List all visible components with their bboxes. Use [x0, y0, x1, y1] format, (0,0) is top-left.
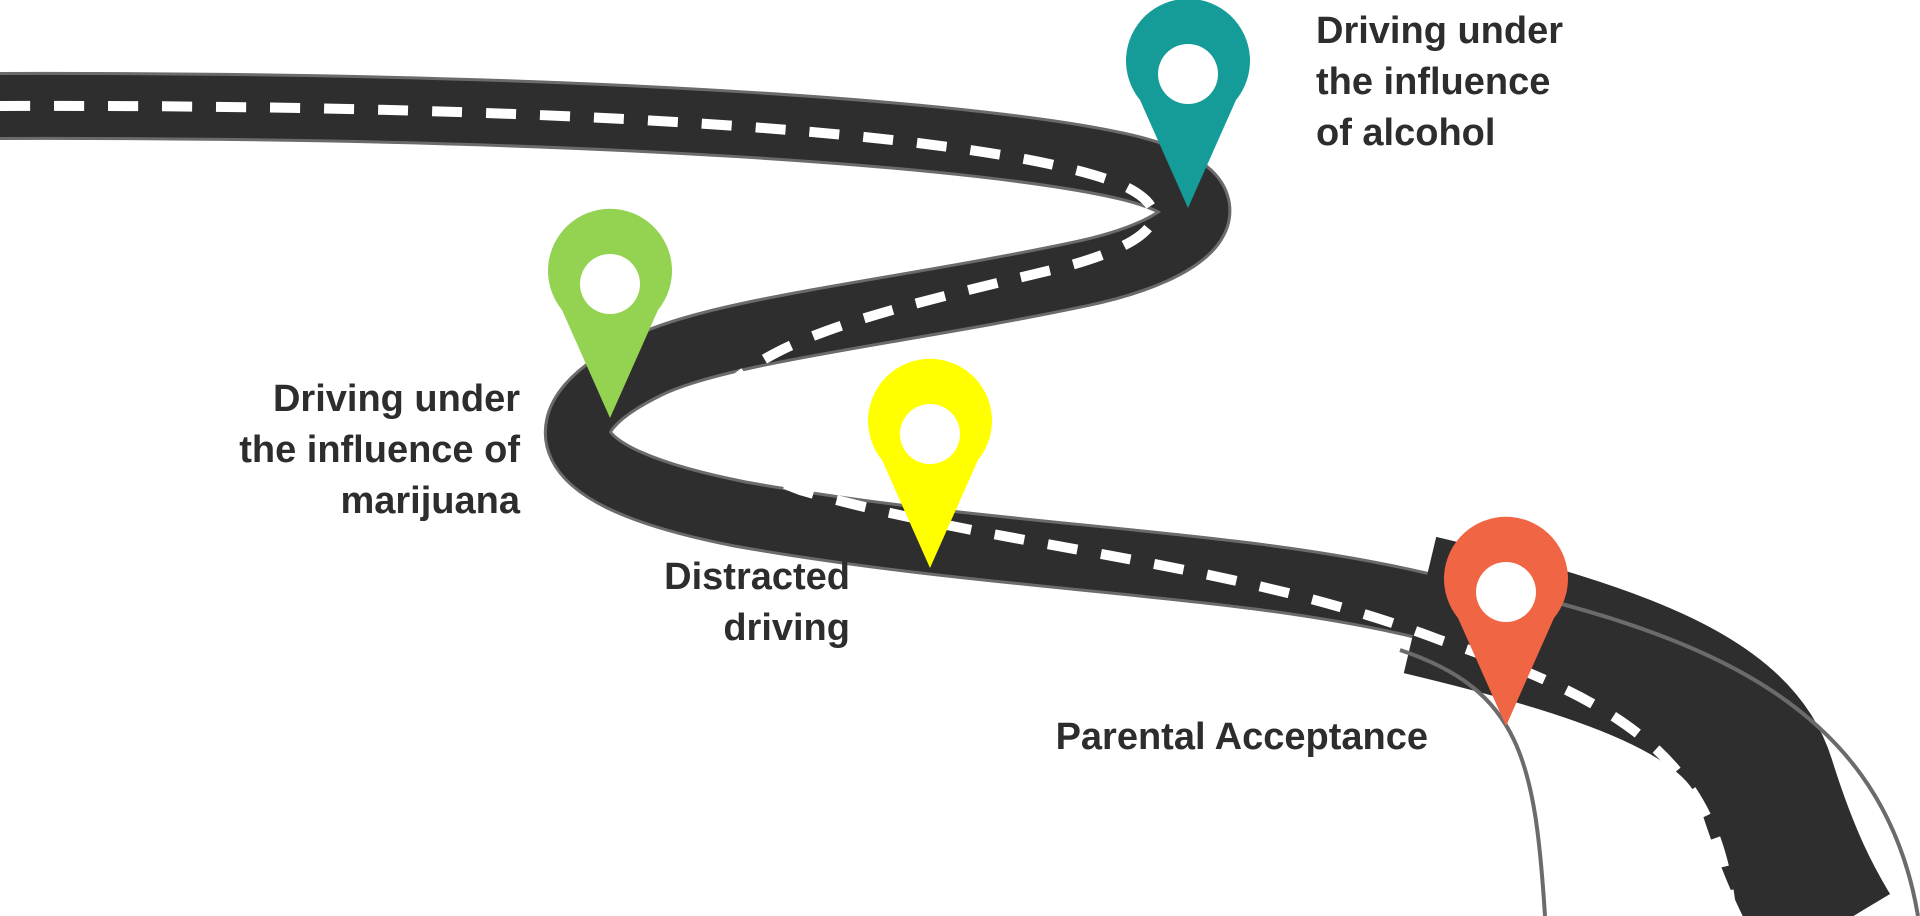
pin-parental [1444, 516, 1568, 726]
road-bend [1403, 536, 1891, 916]
milestone-label-line: Parental Acceptance [1055, 716, 1428, 758]
milestone-label-line: Driving under [272, 378, 520, 420]
milestone-label-line: Driving under [1316, 10, 1564, 52]
milestone-label-line: marijuana [340, 480, 520, 522]
milestone-label-alcohol: Driving under the influence of alcohol [1316, 6, 1563, 159]
milestone-label-line: the influence [1316, 61, 1551, 103]
pin-hole [1476, 562, 1536, 622]
milestone-label-line: Distracted [664, 556, 850, 598]
milestone-label-line: the influence of [239, 429, 520, 471]
lane-marking [0, 100, 1735, 901]
pin-distracted [868, 358, 992, 568]
pin-hole [900, 404, 960, 464]
milestone-label-line: of alcohol [1316, 112, 1496, 154]
milestone-label-line: driving [723, 607, 850, 649]
pin-hole [1158, 44, 1218, 104]
pin-alcohol [1126, 0, 1250, 208]
pin-hole [580, 254, 640, 314]
milestone-label-parental: Parental Acceptance [960, 712, 1428, 763]
pin-marijuana [548, 208, 672, 418]
milestone-label-distracted: Distracted driving [600, 552, 850, 654]
milestone-label-marijuana: Driving under the influence of marijuana [180, 374, 520, 527]
